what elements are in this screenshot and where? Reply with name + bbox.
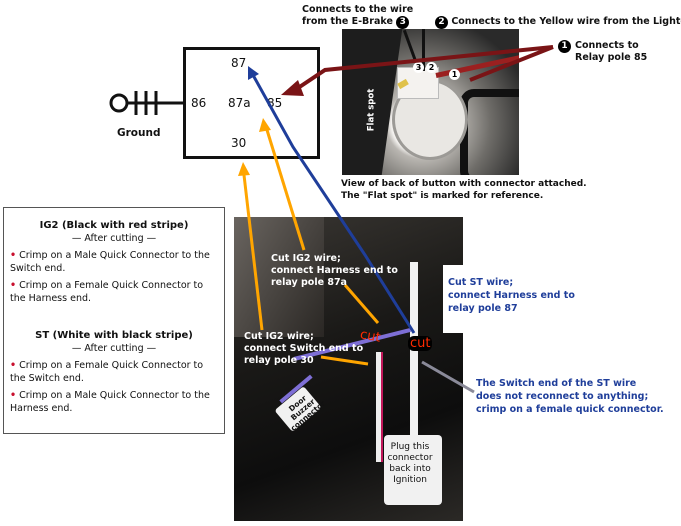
pin-label: 1 <box>449 69 460 80</box>
blue-arrowhead-icon <box>248 66 259 80</box>
instructions-box: IG2 (Black with red stripe) — After cutt… <box>3 207 225 434</box>
label-line: Cut ST wire; <box>448 277 514 288</box>
ig2-subtitle: — After cutting — <box>71 233 157 244</box>
bullet-icon: • <box>10 360 17 371</box>
caption-line: View of back of button with connector at… <box>341 179 587 189</box>
label-line: connector <box>387 453 433 463</box>
ignition-connector <box>384 435 442 505</box>
label-backdrop <box>443 265 463 333</box>
st-subtitle: — After cutting — <box>71 343 157 354</box>
plug-label: Plug this connector back into Ignition <box>380 442 440 486</box>
bullet-text: Crimp on a Female Quick Connector to the… <box>10 360 204 384</box>
st-bullet: • Crimp on a Female Quick Connector to t… <box>10 359 218 385</box>
black-wire <box>422 29 425 71</box>
blue-wire-to-87 <box>251 74 416 334</box>
st-bullet: • Crimp on a Male Quick Connector to the… <box>10 389 218 415</box>
callout-text: Connects to the Yellow wire from the Lig… <box>451 16 681 27</box>
label-line: The Switch end of the ST wire <box>476 378 637 389</box>
bullet-text: Crimp on a Male Quick Connector to the H… <box>10 390 210 414</box>
bullet-icon: • <box>10 280 17 291</box>
callout-text: from the E-Brake <box>302 16 393 27</box>
cut-label-st: cut <box>408 336 433 351</box>
orange-arrowhead-icon <box>259 118 271 132</box>
bullet-text: Crimp on a Female Quick Connector to the… <box>10 280 204 304</box>
label-line: does not reconnect to anything; <box>476 391 649 402</box>
st-switch-label: The Switch end of the ST wire does not r… <box>476 377 664 416</box>
ignition-wiring-photo <box>234 217 463 521</box>
orange-wire-to-87a <box>265 129 306 251</box>
st-harness-label: Cut ST wire; connect Harness end to rela… <box>448 276 575 315</box>
callout-line: from the E-Brake 3 <box>302 16 413 29</box>
bullet-icon: • <box>10 390 17 401</box>
callout-line: Connects to the wire <box>302 4 414 15</box>
label-line: crimp on a female quick connector. <box>476 404 664 415</box>
pole85-callout: Connects to Relay pole 85 <box>575 40 647 64</box>
label-line: connect Harness end to <box>271 265 398 276</box>
ig2-wire <box>376 352 383 462</box>
ig2-switch-label: Cut IG2 wire; connect Switch end to rela… <box>244 331 363 367</box>
photo-panel <box>234 217 324 337</box>
label-line: relay pole 30 <box>244 355 314 366</box>
st-title: ST (White with black stripe) <box>35 330 193 341</box>
ig2-bullet: • Crimp on a Male Quick Connector to the… <box>10 249 218 275</box>
ground-symbol-icon <box>109 91 183 115</box>
label-line: Ignition <box>393 475 427 485</box>
relay-pole-87a: 87a <box>228 96 251 110</box>
relay-pole-87: 87 <box>231 56 247 70</box>
gray-pointer <box>421 360 475 394</box>
ig2-harness-label: Cut IG2 wire; connect Harness end to rel… <box>271 253 398 289</box>
button-photo-caption: View of back of button with connector at… <box>341 178 587 202</box>
red-arrow-to-85 <box>296 45 554 90</box>
number-1-icon: 1 <box>558 40 571 53</box>
callout-line: Relay pole 85 <box>575 52 648 63</box>
label-line: Cut IG2 wire; <box>271 253 341 264</box>
callout-line: Connects to <box>575 40 639 51</box>
relay-pole-30: 30 <box>231 136 247 150</box>
pin-label: 2 <box>426 62 437 73</box>
ig2-bullet: • Crimp on a Female Quick Connector to t… <box>10 279 218 305</box>
orange-arrowhead-icon <box>238 162 250 176</box>
ig2-title: IG2 (Black with red stripe) <box>39 220 189 231</box>
label-line: relay pole 87 <box>448 303 518 314</box>
st-wire <box>410 262 418 462</box>
orange-pointer-30 <box>320 355 369 366</box>
caption-line: The "Flat spot" is marked for reference. <box>341 191 544 201</box>
lighter-callout: 2 Connects to the Yellow wire from the L… <box>435 16 681 29</box>
relay-pole-86: 86 <box>191 96 207 110</box>
bullet-icon: • <box>10 250 17 261</box>
number-3-icon: 3 <box>396 16 410 29</box>
red-arrowhead-icon <box>281 80 304 96</box>
label-line: Cut IG2 wire; <box>244 331 314 342</box>
orange-pointer-87a <box>343 284 380 324</box>
label-line: connect Harness end to <box>448 290 575 301</box>
relay-diagram <box>183 47 320 159</box>
bullet-text: Crimp on a Male Quick Connector to the S… <box>10 250 210 274</box>
ebrake-callout: Connects to the wire from the E-Brake 3 <box>302 4 413 29</box>
label-line: back into <box>389 464 431 474</box>
label-line: connect Switch end to <box>244 343 364 354</box>
label-line: relay pole 87a <box>271 277 347 288</box>
orange-wire-to-30 <box>242 174 264 331</box>
ground-label: Ground <box>117 127 161 139</box>
pin-label: 3 <box>413 62 424 73</box>
number-2-icon: 2 <box>435 16 448 29</box>
label-line: Plug this <box>390 442 430 452</box>
